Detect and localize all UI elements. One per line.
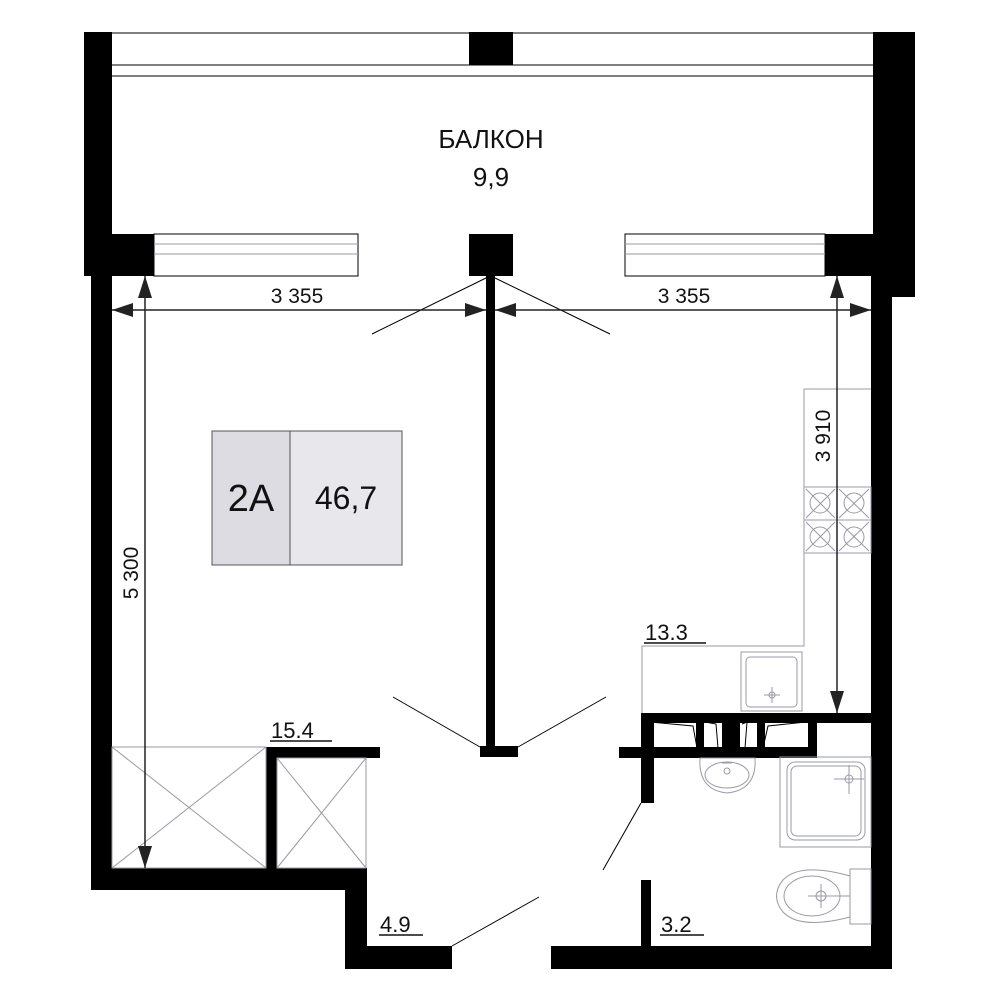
bathroom-left-wall-lower [641, 880, 651, 950]
arrow-icon [495, 303, 516, 317]
arrow-icon [138, 846, 152, 868]
hall-bottom-wall-left [345, 946, 452, 969]
arrow-icon [850, 303, 871, 317]
facade-middle-pier [469, 234, 513, 276]
bathroom-shaft-bottom [619, 747, 817, 758]
door-swing-bathroom [602, 802, 642, 871]
bathroom-fixtures [699, 756, 872, 925]
room-area-hallway: 4.9 [380, 912, 411, 937]
balcony-middle-pier [469, 32, 513, 65]
dim-right-width-label: 3 355 [658, 285, 711, 308]
apartment-type: 2А [228, 478, 275, 520]
toilet-icon [776, 868, 872, 925]
right-outer-wall [871, 276, 892, 969]
central-partition [486, 276, 495, 750]
apartment-type-box [211, 430, 291, 566]
bottom-left-wall [91, 868, 367, 890]
door-swing-kitchen [517, 696, 607, 748]
dim-left-width-label: 3 355 [271, 285, 324, 308]
wardrobe-large [111, 746, 267, 869]
room-area-kitchen: 13.3 [645, 620, 688, 645]
washbasin-icon [699, 757, 756, 794]
closet-divider-wall [266, 747, 277, 868]
apartment-badge: 2А 46,7 [211, 430, 403, 566]
closet-top-wall [266, 747, 380, 758]
kitchen-sink-icon [740, 651, 803, 712]
hall-left-wall [345, 868, 367, 969]
shower-tray-icon [779, 756, 872, 848]
balcony-area: 9,9 [473, 162, 509, 192]
wardrobe-small [276, 757, 367, 869]
balcony: БАЛКОН 9,9 [84, 32, 915, 297]
room-area-bathroom: 3.2 [661, 912, 692, 937]
arrow-icon [138, 276, 152, 298]
room-area-labels: 15.4 13.3 4.9 3.2 [270, 620, 706, 937]
dim-right-height-label: 3 910 [812, 410, 835, 463]
balcony-label: БАЛКОН [438, 124, 543, 154]
arrow-icon [830, 276, 844, 298]
apartment-total-area: 46,7 [315, 480, 377, 516]
arrow-icon [465, 303, 486, 317]
hall-bottom-wall-right [551, 946, 892, 969]
apartment-area-box [289, 430, 403, 566]
arrow-icon [830, 691, 844, 713]
door-swing-entrance [451, 896, 540, 947]
doors [371, 277, 642, 947]
room-area-living: 15.4 [271, 718, 314, 743]
facade-right-pier [825, 234, 885, 276]
dim-left-height-label: 5 300 [120, 547, 143, 600]
partition-foot [480, 746, 518, 757]
window-left [153, 233, 359, 277]
dimension-lines: 3 355 3 355 5 300 3 910 [112, 276, 871, 868]
door-swing-living-top [371, 277, 487, 335]
window-right [624, 233, 826, 277]
wardrobes [111, 746, 367, 869]
walls [91, 276, 892, 969]
bathroom-top-wall [641, 713, 871, 723]
door-swing-kitchen-top [494, 277, 611, 335]
door-swing-living [392, 696, 481, 748]
arrow-icon [112, 303, 133, 317]
facade-left-pier [94, 234, 154, 276]
left-outer-wall [91, 276, 112, 890]
